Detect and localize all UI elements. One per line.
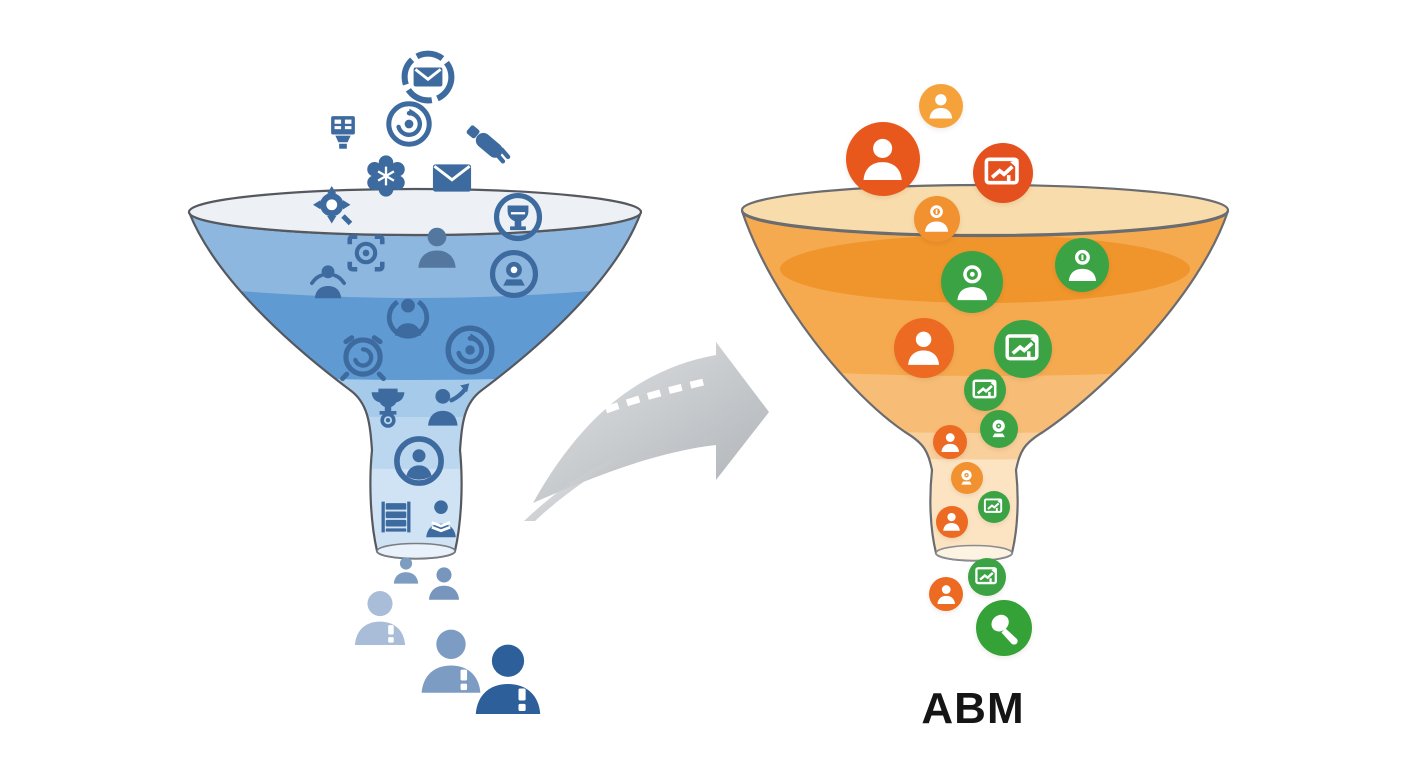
arrow-sliver — [524, 458, 618, 521]
left-funnel-rim — [187, 187, 643, 237]
abm-label: ABM — [921, 684, 1025, 733]
arrow-body — [533, 342, 769, 503]
abm-funnel — [740, 183, 1230, 562]
right-funnel-exit — [935, 544, 1013, 562]
right-funnel-rim — [740, 183, 1230, 237]
left-funnel-exit — [376, 542, 456, 560]
transform-arrow — [524, 342, 769, 521]
arrow-dashes — [604, 377, 709, 414]
